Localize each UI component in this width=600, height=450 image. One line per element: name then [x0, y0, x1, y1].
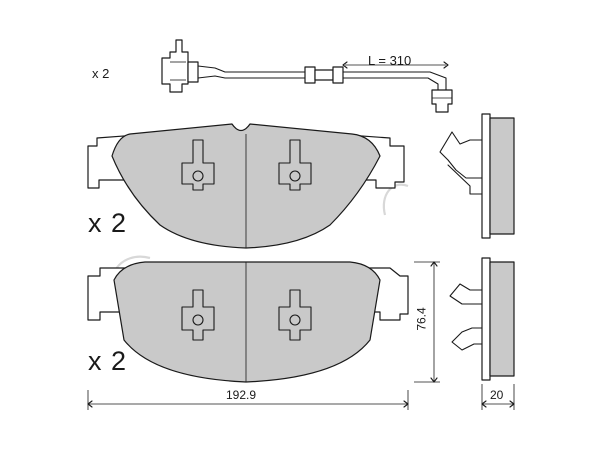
sensor-length-label: L = 310 [368, 53, 412, 68]
wear-sensor [161, 39, 453, 113]
top-pad-front-view [87, 123, 405, 249]
height-dimension: 76.4 [414, 307, 429, 331]
thickness-dimension: 20 [490, 388, 504, 402]
sensor-quantity: x 2 [92, 66, 110, 81]
dimension-lines [87, 261, 515, 410]
bottom-pad-front-view [87, 261, 409, 383]
bottom-pad-side-view [449, 257, 515, 381]
width-dimension: 192.9 [226, 388, 257, 402]
top-pad-side-view [439, 113, 515, 239]
top-pad-quantity: x 2 [88, 208, 128, 238]
bottom-pad-quantity: x 2 [88, 346, 128, 376]
